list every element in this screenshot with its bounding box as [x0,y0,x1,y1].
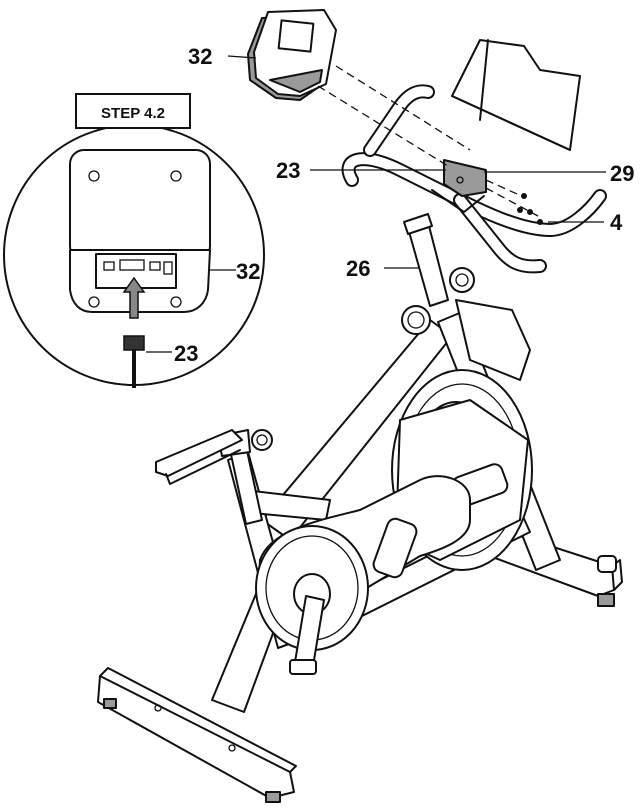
leader-lines [227,55,606,269]
callout-console-main: 32 [188,44,212,69]
callout-mast: 26 [346,256,370,281]
handlebar [341,84,607,274]
chain-guard [255,475,471,651]
front-stabilizer [97,667,297,803]
console-bracket [431,159,487,213]
crank-arm [289,595,325,675]
callout-console-inset: 32 [236,259,260,284]
callout-screws: 4 [610,210,623,235]
callout-bracket: 29 [610,161,634,186]
callout-cable-inset: 23 [174,341,198,366]
assembly-guide-lines [317,65,539,217]
detail-inset [3,93,265,388]
seat [155,429,273,485]
screws [517,193,543,225]
tablet-holder [451,39,581,151]
callout-cable-main: 23 [276,158,300,183]
step-title: STEP 4.2 [101,105,165,122]
console-main [247,9,337,101]
handlebar-mast [401,213,475,335]
